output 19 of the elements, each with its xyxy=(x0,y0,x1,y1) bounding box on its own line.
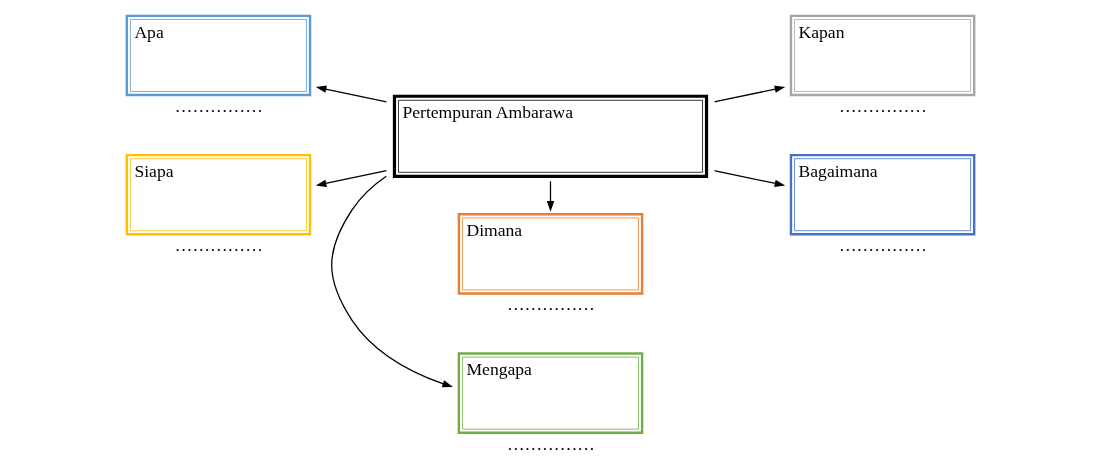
arrow xyxy=(713,170,785,187)
arrow xyxy=(546,180,554,212)
node-label: …………… xyxy=(506,433,595,454)
arrow xyxy=(330,175,453,388)
node-box: Siapa xyxy=(125,153,311,236)
arrow xyxy=(315,170,387,187)
node-label: …………… xyxy=(506,294,595,315)
node-label: …………… xyxy=(174,95,263,116)
node-label: …………… xyxy=(838,235,927,256)
arrow xyxy=(713,85,785,103)
node-box: Mengapa xyxy=(457,352,643,434)
arrow xyxy=(315,85,387,103)
node-box: Bagaimana xyxy=(789,153,975,236)
node-label: …………… xyxy=(838,95,927,116)
node-box: Pertempuran Ambarawa xyxy=(392,94,708,178)
node-box: Dimana xyxy=(457,213,643,295)
node-box: Apa xyxy=(125,14,311,97)
node-label: …………… xyxy=(174,235,263,256)
node-box: Kapan xyxy=(789,14,975,97)
